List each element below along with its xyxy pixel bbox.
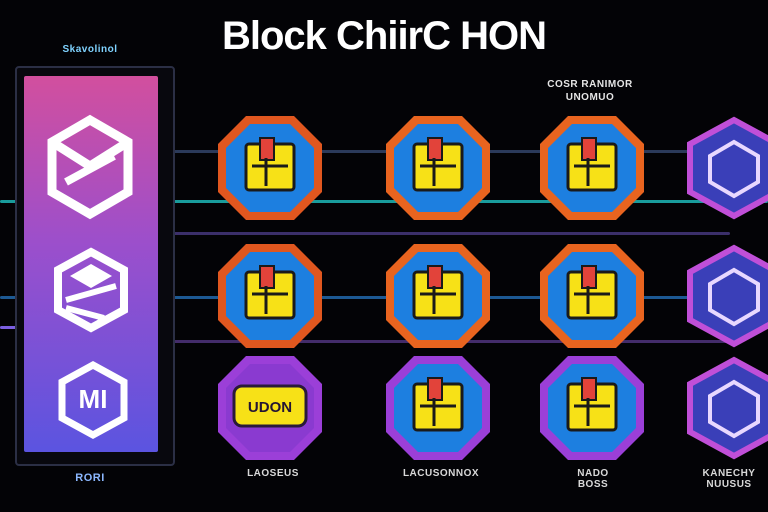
connector-line xyxy=(0,296,768,299)
document-accent xyxy=(581,377,597,401)
connector-line xyxy=(0,200,768,203)
layers-icon[interactable] xyxy=(54,247,128,333)
sub-header-line-2: UNOMUO xyxy=(565,92,615,103)
panel-footer-label: RORI xyxy=(75,472,105,484)
page-title: Block ChiirC HON xyxy=(221,14,547,58)
caption-line: BOSS xyxy=(577,479,609,490)
grid-caption-1: LAOSEUS xyxy=(218,468,328,479)
caption-line: KANECHY xyxy=(702,468,756,479)
grid-caption-4: KANECHY NUUSUS xyxy=(690,468,768,490)
grid-node-r1-c3[interactable] xyxy=(678,240,768,352)
grid-node-r0-c2[interactable] xyxy=(536,112,648,224)
sub-header: COSR RANIMOR UNOMUO xyxy=(530,78,650,104)
hexagon-inner xyxy=(708,267,760,327)
caption-line: NUUSUS xyxy=(706,479,752,490)
document-accent xyxy=(581,265,597,289)
document-accent xyxy=(427,265,443,289)
hexagon-inner xyxy=(708,139,760,199)
document-accent xyxy=(259,265,275,289)
cube-icon[interactable] xyxy=(47,114,133,220)
caption-line: LACUSONNOX xyxy=(402,468,480,479)
mi-badge-text: MI xyxy=(78,384,108,414)
grid-node-r2-c3[interactable] xyxy=(678,352,768,464)
panel-label: Skavolinol xyxy=(62,44,118,55)
grid-node-text: UDON xyxy=(247,399,293,416)
document-accent xyxy=(259,137,275,161)
hexagon-frame xyxy=(687,116,768,220)
mi-badge-icon[interactable] xyxy=(58,361,128,439)
grid-node-r1-c2[interactable] xyxy=(536,240,648,352)
document-accent xyxy=(427,137,443,161)
label-plate xyxy=(232,384,308,428)
grid-caption-3: NADO BOSS xyxy=(538,468,648,490)
grid-node-r2-c1[interactable] xyxy=(382,352,494,464)
connector-line xyxy=(0,326,20,329)
document-accent xyxy=(581,137,597,161)
grid-node-r1-c0[interactable] xyxy=(214,240,326,352)
grid-node-r2-c0[interactable] xyxy=(214,352,326,464)
grid-node-r2-c2[interactable] xyxy=(536,352,648,464)
grid-node-r0-c0[interactable] xyxy=(214,112,326,224)
grid-node-r0-c1[interactable] xyxy=(382,112,494,224)
document-accent xyxy=(427,377,443,401)
sub-header-line-1: COSR RANIMOR xyxy=(547,79,633,90)
grid-caption-2: LACUSONNOX xyxy=(386,468,496,479)
hexagon-frame xyxy=(687,356,768,460)
hexagon-inner xyxy=(708,379,760,439)
connector-line xyxy=(170,232,730,235)
caption-line: NADO xyxy=(577,468,609,479)
hexagon-frame xyxy=(687,244,768,348)
caption-line: LAOSEUS xyxy=(247,468,299,479)
grid-node-r0-c3[interactable] xyxy=(678,112,768,224)
grid-node-r1-c1[interactable] xyxy=(382,240,494,352)
